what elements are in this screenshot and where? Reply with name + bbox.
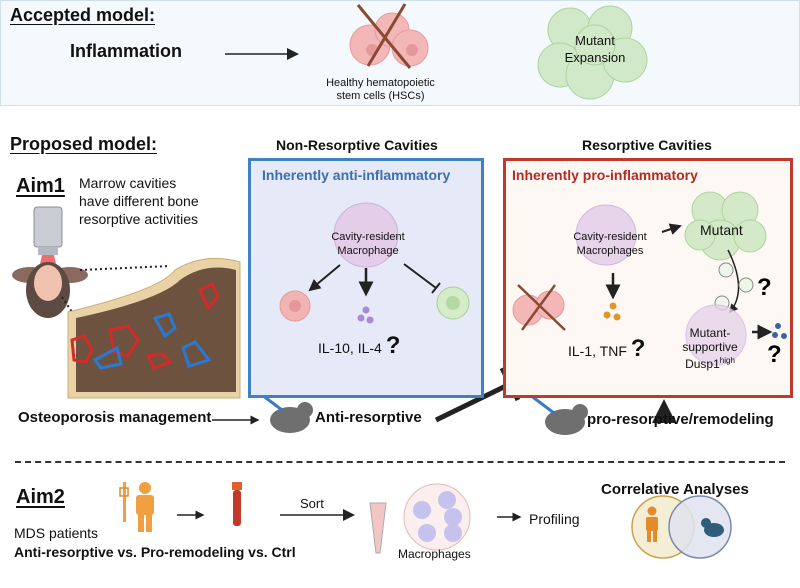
mutant-expansion-icon [537, 5, 648, 100]
macrophage-zoom-icon [403, 483, 471, 551]
profiling-label: Profiling [529, 511, 580, 527]
mds-patients-label: MDS patients [14, 525, 99, 541]
aim1-label: Aim1 [16, 175, 65, 197]
anti-inflammatory-title: Inherently anti-inflammatory [262, 167, 451, 183]
proposed-model-heading: Proposed model: [10, 134, 158, 154]
question-mark: ? [630, 335, 646, 362]
non-resorptive-title: Non-Resorptive Cavities [276, 137, 438, 153]
il1-tnf-label: IL-1, TNF ? [568, 335, 646, 362]
resorptive-title: Resorptive Cavities [582, 137, 712, 153]
mouse-injection-icon-1 [261, 393, 313, 433]
mutant-label: Mutant [700, 222, 743, 238]
mouse-head-icon [12, 262, 88, 318]
blood-tube-icon [232, 482, 242, 526]
anti-resorptive-label: Anti-resorptive [315, 409, 422, 426]
inflammation-label: Inflammation [70, 41, 183, 61]
comparison-label: Anti-resorptive vs. Pro-remodeling vs. C… [14, 544, 296, 560]
osteoporosis-label: Osteoporosis management [18, 409, 212, 426]
inhibition-line [434, 381, 512, 423]
correlative-analyses-label: Correlative Analyses [601, 481, 749, 498]
question-mark: ? [385, 332, 401, 359]
patient-iv-icon [119, 482, 154, 532]
human-icon [647, 506, 657, 516]
venn-diagram-icon [631, 495, 732, 559]
pro-inflammatory-title: Inherently pro-inflammatory [512, 167, 698, 183]
anti-inflammatory-box [248, 158, 484, 398]
aim2-label: Aim2 [16, 486, 65, 508]
section-divider [15, 461, 785, 463]
hsc-cells-icon [349, 3, 429, 69]
pro-resorptive-label: pro-resorptive/remodeling [587, 411, 774, 428]
il10-il4-label: IL-10, IL-4 ? [318, 332, 401, 359]
mouse-injection-icon-2 [529, 393, 588, 435]
bone-section-icon [67, 257, 241, 399]
macrophages-label: Macrophages [398, 547, 471, 561]
tube-icon [369, 502, 387, 554]
sort-label: Sort [300, 496, 324, 511]
accepted-model-heading: Accepted model: [10, 5, 156, 25]
